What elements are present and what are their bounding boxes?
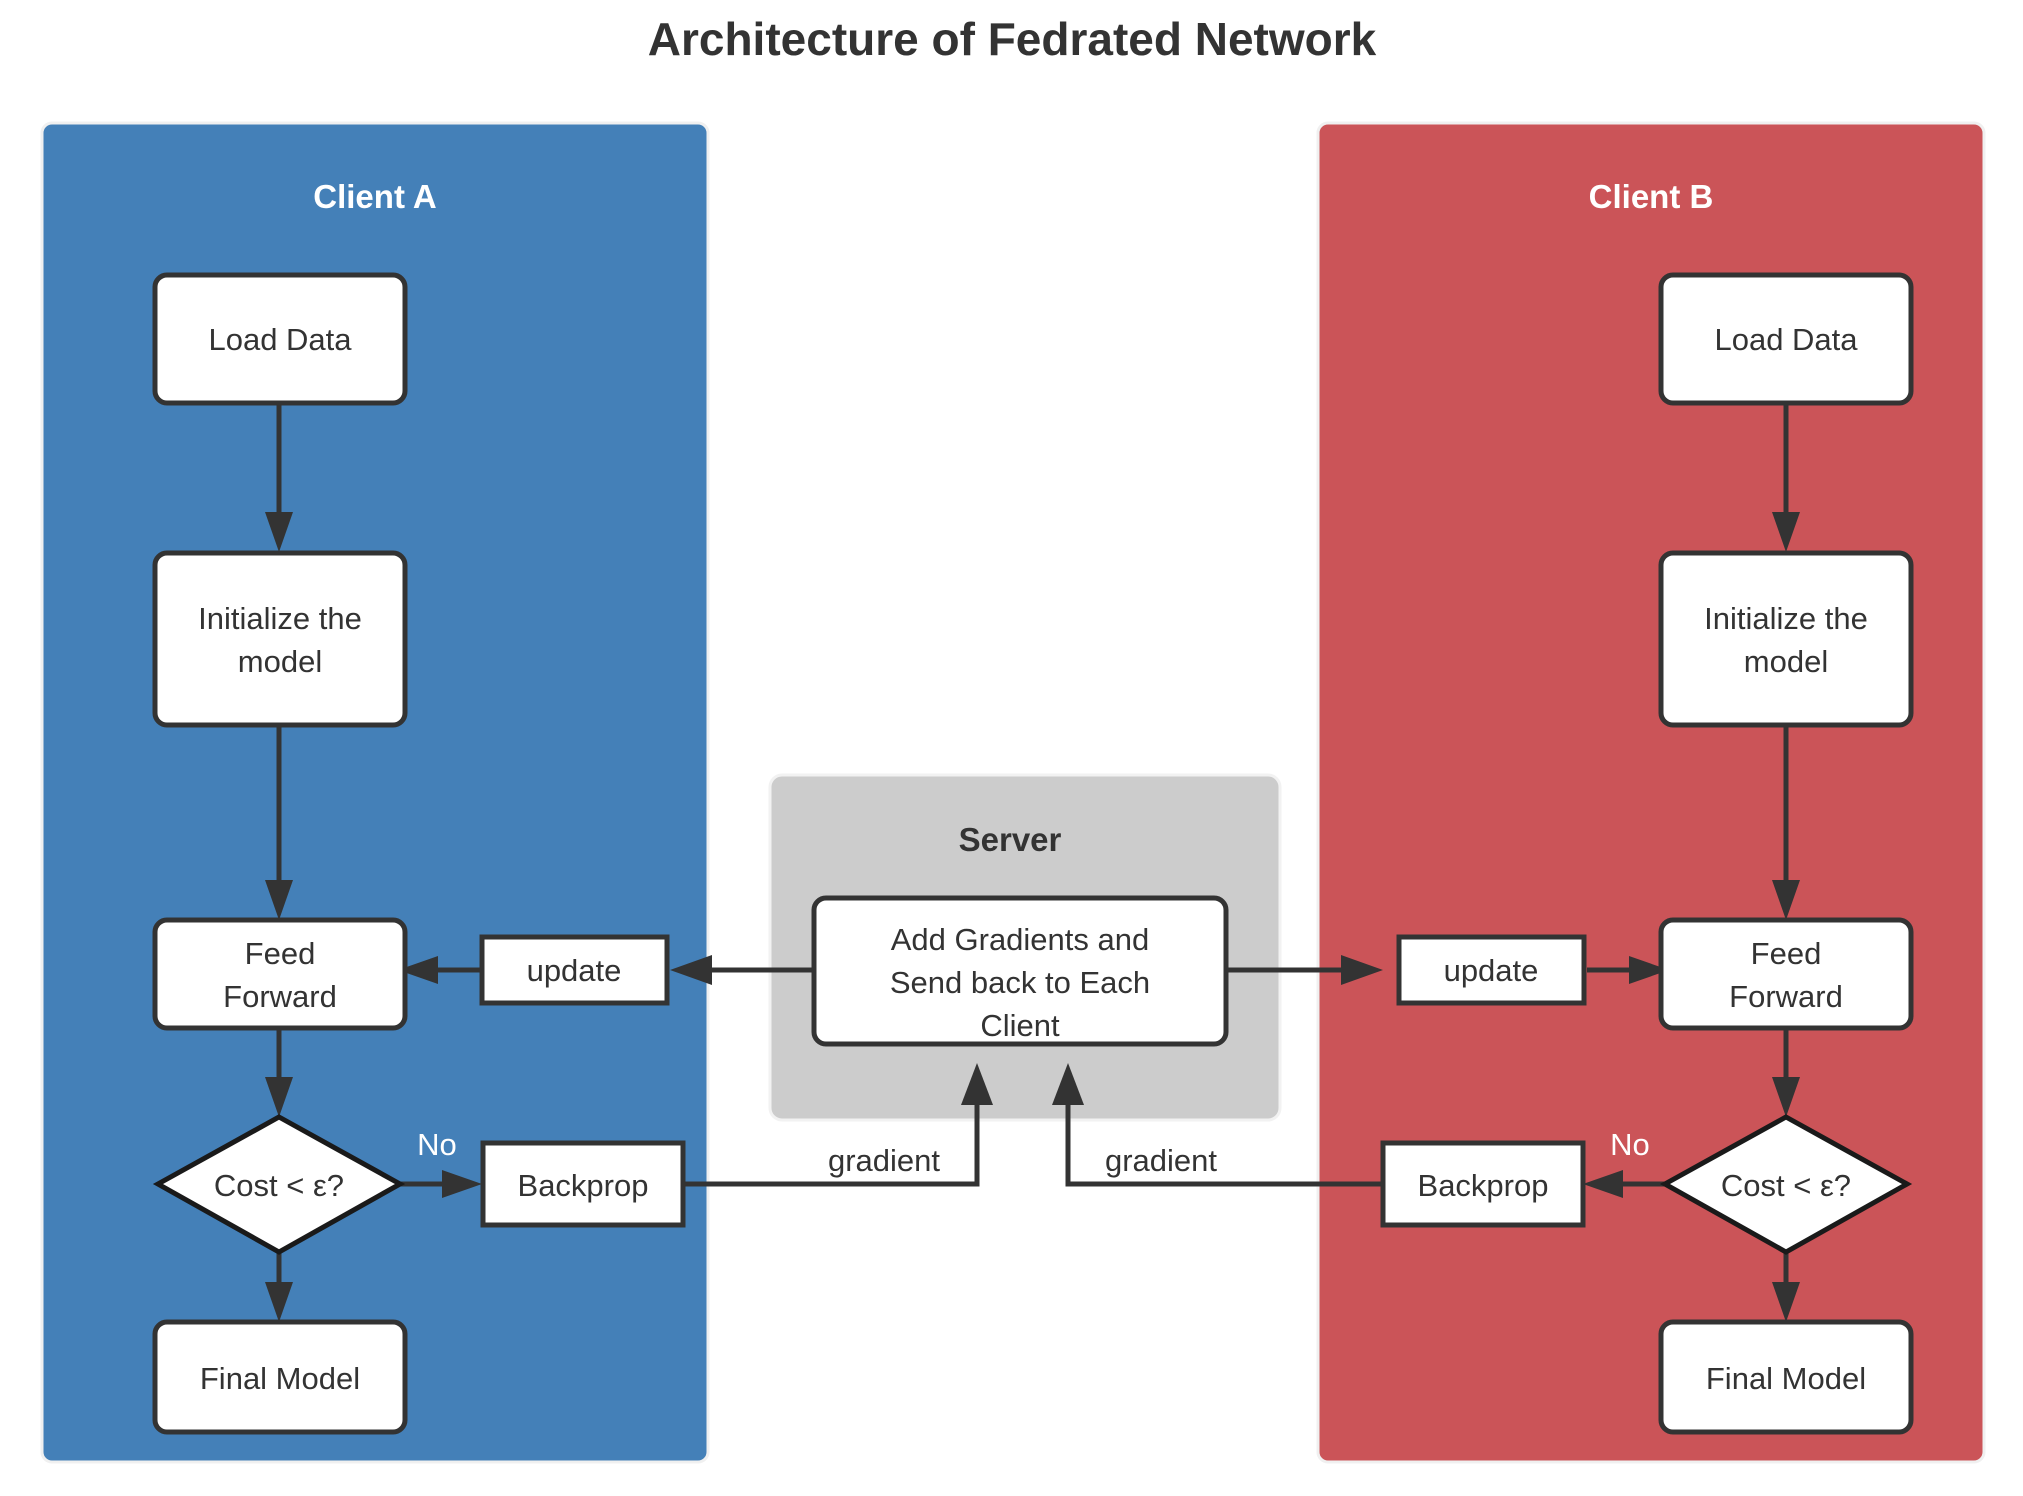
node-a-cost-decision[interactable]: Cost < ε? xyxy=(152,1114,406,1255)
node-a-cost-decision-label: Cost < ε? xyxy=(214,1168,344,1203)
node-b-final-model[interactable]: Final Model xyxy=(1658,1319,1914,1435)
edge-a-init-to-feed xyxy=(265,726,293,920)
node-a-initialize-label-line2: model xyxy=(238,644,322,679)
node-a-feed-forward-label-line2: Forward xyxy=(223,979,337,1014)
edge-update-a-to-feed-a xyxy=(398,956,480,984)
node-b-initialize-label-line1: Initialize the xyxy=(1704,601,1868,636)
node-a-update-label: update xyxy=(527,953,622,988)
client-b-title: Client B xyxy=(1589,178,1714,215)
edge-server-to-update-b xyxy=(1226,955,1383,985)
edge-a-backprop-to-server xyxy=(683,1063,993,1187)
edge-b-feed-to-decision xyxy=(1772,1028,1800,1117)
node-server-aggregate-label-line1: Add Gradients and xyxy=(891,922,1150,957)
node-b-feed-forward-label-line1: Feed xyxy=(1751,936,1822,971)
node-b-final-model-label: Final Model xyxy=(1706,1361,1866,1396)
node-a-backprop-label: Backprop xyxy=(518,1168,649,1203)
node-b-load-data-label: Load Data xyxy=(1714,322,1858,357)
node-b-backprop-label: Backprop xyxy=(1418,1168,1549,1203)
panel-client-b: Client B xyxy=(1316,121,1986,1464)
node-b-feed-forward[interactable]: Feed Forward xyxy=(1658,917,1914,1031)
node-a-load-data-label: Load Data xyxy=(208,322,352,357)
node-server-aggregate-label-line3: Client xyxy=(980,1008,1060,1043)
edge-b-decision-to-final xyxy=(1772,1252,1800,1322)
edge-label-b-no: No xyxy=(1610,1127,1650,1162)
node-server-aggregate-label-line2: Send back to Each xyxy=(890,965,1150,1000)
edge-b-init-to-feed xyxy=(1772,726,1800,920)
node-a-load-data[interactable]: Load Data xyxy=(152,272,408,406)
edge-a-feed-to-decision xyxy=(265,1028,293,1117)
node-b-update[interactable]: update xyxy=(1396,934,1587,1006)
edge-a-load-to-init xyxy=(265,404,293,552)
edge-b-decision-to-backprop xyxy=(1583,1170,1667,1198)
node-a-update[interactable]: update xyxy=(479,934,670,1006)
edge-b-load-to-init xyxy=(1772,404,1800,552)
edge-label-b-gradient: gradient xyxy=(1105,1143,1217,1178)
node-b-cost-decision[interactable]: Cost < ε? xyxy=(1659,1114,1913,1255)
edge-label-a-no: No xyxy=(417,1127,457,1162)
node-a-initialize-model[interactable]: Initialize the model xyxy=(152,550,408,728)
edge-server-to-update-a xyxy=(670,955,812,985)
server-title: Server xyxy=(959,821,1062,858)
node-a-final-model-label: Final Model xyxy=(200,1361,360,1396)
node-b-initialize-label-line2: model xyxy=(1744,644,1828,679)
client-a-panel-background xyxy=(40,121,710,1464)
node-b-feed-forward-label-line2: Forward xyxy=(1729,979,1843,1014)
node-b-cost-decision-label: Cost < ε? xyxy=(1721,1168,1851,1203)
client-a-title: Client A xyxy=(313,178,436,215)
node-a-backprop[interactable]: Backprop xyxy=(480,1140,686,1228)
node-a-feed-forward-label-line1: Feed xyxy=(245,936,316,971)
panel-client-a: Client A xyxy=(40,121,710,1464)
node-b-initialize-model[interactable]: Initialize the model xyxy=(1658,550,1914,728)
edge-b-backprop-to-server xyxy=(1052,1063,1383,1187)
node-b-backprop[interactable]: Backprop xyxy=(1380,1140,1586,1228)
node-b-update-label: update xyxy=(1444,953,1539,988)
client-b-panel-background xyxy=(1316,121,1986,1464)
node-b-load-data[interactable]: Load Data xyxy=(1658,272,1914,406)
edge-a-decision-to-final xyxy=(265,1252,293,1322)
page-title: Architecture of Fedrated Network xyxy=(648,13,1377,65)
edge-update-b-to-feed-b xyxy=(1587,956,1669,984)
node-a-feed-forward[interactable]: Feed Forward xyxy=(152,917,408,1031)
node-server-aggregate[interactable]: Add Gradients and Send back to Each Clie… xyxy=(811,895,1229,1047)
node-a-final-model[interactable]: Final Model xyxy=(152,1319,408,1435)
edge-label-a-gradient: gradient xyxy=(828,1143,940,1178)
edge-a-decision-to-backprop xyxy=(398,1170,482,1198)
node-a-initialize-label-line1: Initialize the xyxy=(198,601,362,636)
